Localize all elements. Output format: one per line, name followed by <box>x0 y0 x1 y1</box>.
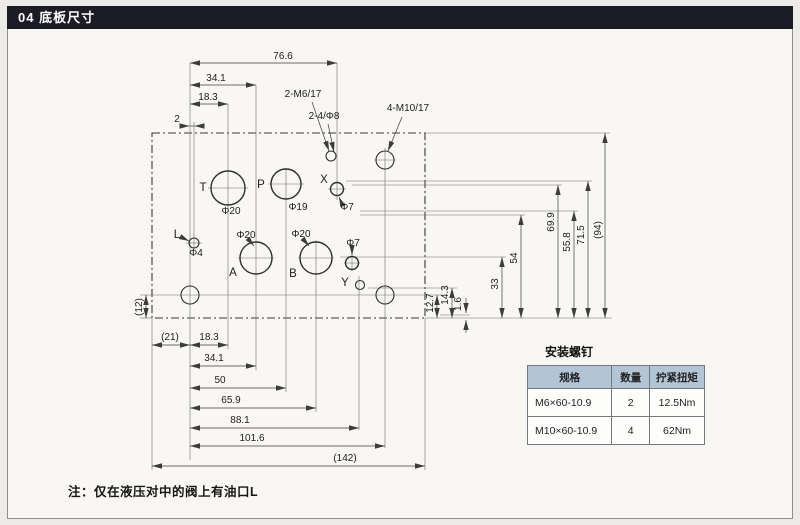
col-header-torque: 拧紧扭矩 <box>649 365 705 389</box>
col-header-qty: 数量 <box>611 365 651 389</box>
dim-bottom-142: (142) <box>333 453 356 464</box>
callout-m6: 2-M6/17 <box>285 89 322 100</box>
port-t-label: T <box>199 182 206 194</box>
ports-and-holes <box>180 150 395 305</box>
cell-qty: 4 <box>611 416 651 445</box>
dim-right-69-9: 69.9 <box>546 212 557 232</box>
mounting-screw-block: 安装螺钉 规格 数量 拧紧扭矩 M6×60-10.9 2 12.5Nm M10×… <box>526 343 707 445</box>
dim-right-1-6: 1.6 <box>453 297 464 311</box>
dim-bottom-50: 50 <box>214 375 226 386</box>
dia-a: Φ20 <box>236 230 256 241</box>
dim-bottom-101-6: 101.6 <box>239 433 264 444</box>
dim-bottom-34-1: 34.1 <box>204 353 224 364</box>
port-a-label: A <box>229 267 237 279</box>
table-row: M6×60-10.9 2 12.5Nm <box>526 388 705 417</box>
screw-table-header-row: 规格 数量 拧紧扭矩 <box>526 365 705 389</box>
port-a-circle <box>239 241 273 275</box>
dim-bottom-88-1: 88.1 <box>230 415 250 426</box>
cell-qty: 2 <box>611 388 651 417</box>
dim-right-12-7: 12.7 <box>425 293 436 313</box>
port-t-circle <box>210 170 246 206</box>
port-y-label: Y <box>341 277 349 289</box>
dim-right-94: (94) <box>593 221 604 239</box>
col-header-spec: 规格 <box>526 365 613 389</box>
dia-x: Φ7 <box>340 202 354 213</box>
mounting-hole-top-right <box>375 150 395 170</box>
dim-bottom-21: (21) <box>161 332 179 343</box>
table-row: M10×60-10.9 4 62Nm <box>526 416 705 445</box>
dim-bottom-18-3: 18.3 <box>199 332 219 343</box>
phi8-hole-bottom <box>354 279 366 291</box>
port-y-circle <box>344 255 360 271</box>
callout-phi8: 2-4/Φ8 <box>309 111 340 122</box>
callout-leaders <box>178 101 403 255</box>
dim-top-76-6: 76.6 <box>273 51 293 62</box>
port-p-circle <box>270 168 302 200</box>
dia-l: Φ4 <box>189 248 203 259</box>
port-x-label: X <box>320 174 328 186</box>
dim-top-18-3: 18.3 <box>198 92 218 103</box>
screw-table: 规格 数量 拧紧扭矩 M6×60-10.9 2 12.5Nm M10×60-10… <box>526 365 705 445</box>
dim-right-71-5: 71.5 <box>576 225 587 245</box>
port-l-label: L <box>174 229 181 241</box>
mounting-hole-bottom-right <box>375 285 395 305</box>
port-x-circle <box>329 181 345 197</box>
footnote: 注：仅在液压对中的阀上有油口L <box>68 485 259 499</box>
dim-right-33: 33 <box>490 278 501 290</box>
cell-torque: 62Nm <box>649 416 705 445</box>
plate-outline <box>151 132 426 319</box>
dim-right-14-3: 14.3 <box>440 285 451 305</box>
port-l-circle <box>188 237 200 249</box>
dim-left-12: (12) <box>134 298 145 316</box>
dim-top-2: 2 <box>174 114 180 125</box>
dia-p: Φ19 <box>288 202 308 213</box>
cell-torque: 12.5Nm <box>649 388 705 417</box>
dia-t: Φ20 <box>221 206 241 217</box>
port-b-circle <box>299 241 333 275</box>
dimension-lines <box>143 60 608 469</box>
dia-b: Φ20 <box>291 229 311 240</box>
extension-lines <box>140 63 612 470</box>
callout-m10: 4-M10/17 <box>387 103 430 114</box>
section-title: 04 底板尺寸 <box>18 10 96 25</box>
phi8-hole-top <box>325 150 337 162</box>
dim-right-54: 54 <box>509 252 520 264</box>
cell-spec: M6×60-10.9 <box>526 388 613 417</box>
port-b-label: B <box>289 268 297 280</box>
port-p-label: P <box>257 179 265 191</box>
screw-table-title: 安装螺钉 <box>545 345 594 359</box>
dim-top-34-1: 34.1 <box>206 73 226 84</box>
dim-bottom-65-9: 65.9 <box>221 395 241 406</box>
mounting-hole-left <box>180 285 200 305</box>
cell-spec: M10×60-10.9 <box>526 416 613 445</box>
dim-right-55-8: 55.8 <box>562 232 573 252</box>
section-header: 04 底板尺寸 <box>7 6 793 29</box>
dia-y: Φ7 <box>346 238 360 249</box>
